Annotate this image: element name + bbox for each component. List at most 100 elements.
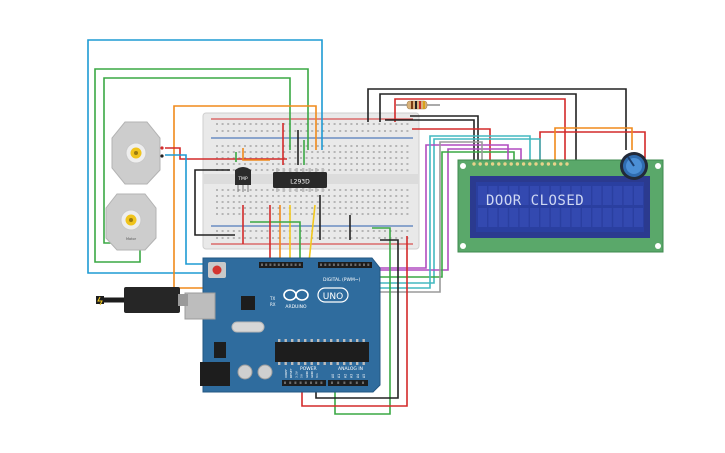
breadboard-hole — [372, 130, 375, 132]
breadboard-hole — [272, 145, 274, 147]
lcd-pin — [546, 162, 551, 166]
breadboard-hole — [378, 230, 381, 232]
breadboard-hole — [232, 145, 235, 147]
breadboard-hole — [316, 169, 319, 171]
lcd-pin — [484, 162, 489, 166]
breadboard-hole — [316, 230, 319, 232]
breadboard-hole — [266, 189, 269, 191]
analog-pin-label: A3 — [350, 374, 354, 378]
chip-pin — [276, 168, 279, 172]
breadboard-hole — [384, 145, 386, 147]
breadboard-hole — [288, 157, 291, 159]
chip-pin — [295, 188, 298, 192]
breadboard-hole — [316, 123, 319, 125]
breadboard-hole — [367, 213, 370, 215]
breadboard-hole — [356, 230, 358, 232]
header-pin — [304, 381, 307, 384]
lcd-cell — [530, 208, 539, 227]
breadboard-hole — [395, 237, 398, 239]
header-pin — [289, 381, 292, 384]
breadboard-hole — [311, 123, 314, 125]
breadboard-hole — [244, 163, 246, 165]
breadboard-hole — [249, 189, 252, 191]
breadboard-hole — [283, 201, 286, 203]
breadboard-hole — [344, 237, 347, 239]
breadboard-hole — [389, 169, 392, 171]
lcd-pin — [490, 162, 495, 166]
breadboard-hole — [344, 195, 347, 197]
temperature-sensor: TMP — [235, 167, 251, 192]
breadboard-hole — [395, 130, 398, 132]
breadboard-hole — [272, 195, 274, 197]
breadboard-hole — [221, 237, 224, 239]
header-pin — [265, 263, 268, 266]
breadboard-hole — [316, 157, 319, 159]
breadboard-hole — [311, 163, 314, 165]
breadboard-hole — [255, 189, 258, 191]
breadboard-hole — [367, 163, 370, 165]
breadboard-hole — [372, 163, 375, 165]
breadboard-hole — [372, 230, 375, 232]
header-pin — [332, 263, 335, 266]
lcd-cell — [634, 186, 643, 205]
arduino-model: UNO — [323, 292, 343, 302]
breadboard-hole — [333, 169, 336, 171]
breadboard-hole — [389, 207, 392, 209]
analog-pin-label: A4 — [356, 374, 360, 378]
header-pin — [294, 381, 297, 384]
wire-red-motor — [165, 147, 287, 160]
breadboard-hole — [400, 195, 403, 197]
digital-label: DIGITAL (PWM~) — [323, 277, 361, 283]
breadboard-hole — [350, 213, 353, 215]
breadboard-hole — [244, 145, 246, 147]
breadboard-hole — [255, 201, 258, 203]
breadboard-hole — [249, 213, 252, 215]
breadboard-hole — [266, 213, 269, 215]
lcd-cell — [602, 186, 612, 205]
breadboard-hole — [400, 213, 403, 215]
breadboard-hole — [350, 169, 353, 171]
lcd-pin — [509, 162, 513, 166]
mcu-pin — [317, 362, 320, 365]
breadboard-hole — [406, 230, 409, 232]
wire-blue-motor — [165, 154, 205, 265]
arduino-digital-pins — [261, 263, 370, 266]
breadboard-hole — [344, 189, 347, 191]
breadboard-hole — [260, 157, 263, 159]
breadboard-hole — [328, 237, 330, 239]
breadboard-hole — [266, 151, 269, 153]
breadboard-hole — [356, 169, 358, 171]
header-pin — [355, 381, 358, 384]
breadboard-hole — [232, 157, 235, 159]
breadboard-hole — [238, 201, 241, 203]
lcd-cell — [478, 186, 487, 205]
breadboard-hole — [227, 213, 230, 215]
breadboard-holes — [216, 123, 409, 239]
breadboard-hole — [322, 201, 325, 203]
header-pin — [343, 381, 346, 384]
breadboard-hole — [249, 201, 252, 203]
breadboard-hole — [272, 189, 274, 191]
breadboard-hole — [316, 145, 319, 147]
breadboard-hole — [266, 123, 269, 125]
mcu-pin — [317, 339, 320, 342]
breadboard-hole — [288, 163, 291, 165]
breadboard-hole — [244, 157, 246, 159]
breadboard-hole — [344, 145, 347, 147]
breadboard-hole — [350, 145, 353, 147]
lcd-cell — [550, 186, 560, 205]
breadboard-hole — [232, 230, 235, 232]
breadboard-hole — [249, 207, 252, 209]
breadboard-hole — [294, 230, 297, 232]
breadboard-hole — [255, 145, 258, 147]
breadboard-hole — [361, 195, 364, 197]
breadboard-hole — [232, 163, 235, 165]
breadboard-hole — [283, 237, 286, 239]
mcu-pin — [336, 339, 339, 342]
breadboard-hole — [328, 130, 330, 132]
breadboard-hole — [395, 169, 398, 171]
breadboard-hole — [378, 163, 381, 165]
breadboard-hole — [400, 169, 403, 171]
breadboard-hole — [300, 207, 302, 209]
lcd-cell — [571, 208, 581, 227]
